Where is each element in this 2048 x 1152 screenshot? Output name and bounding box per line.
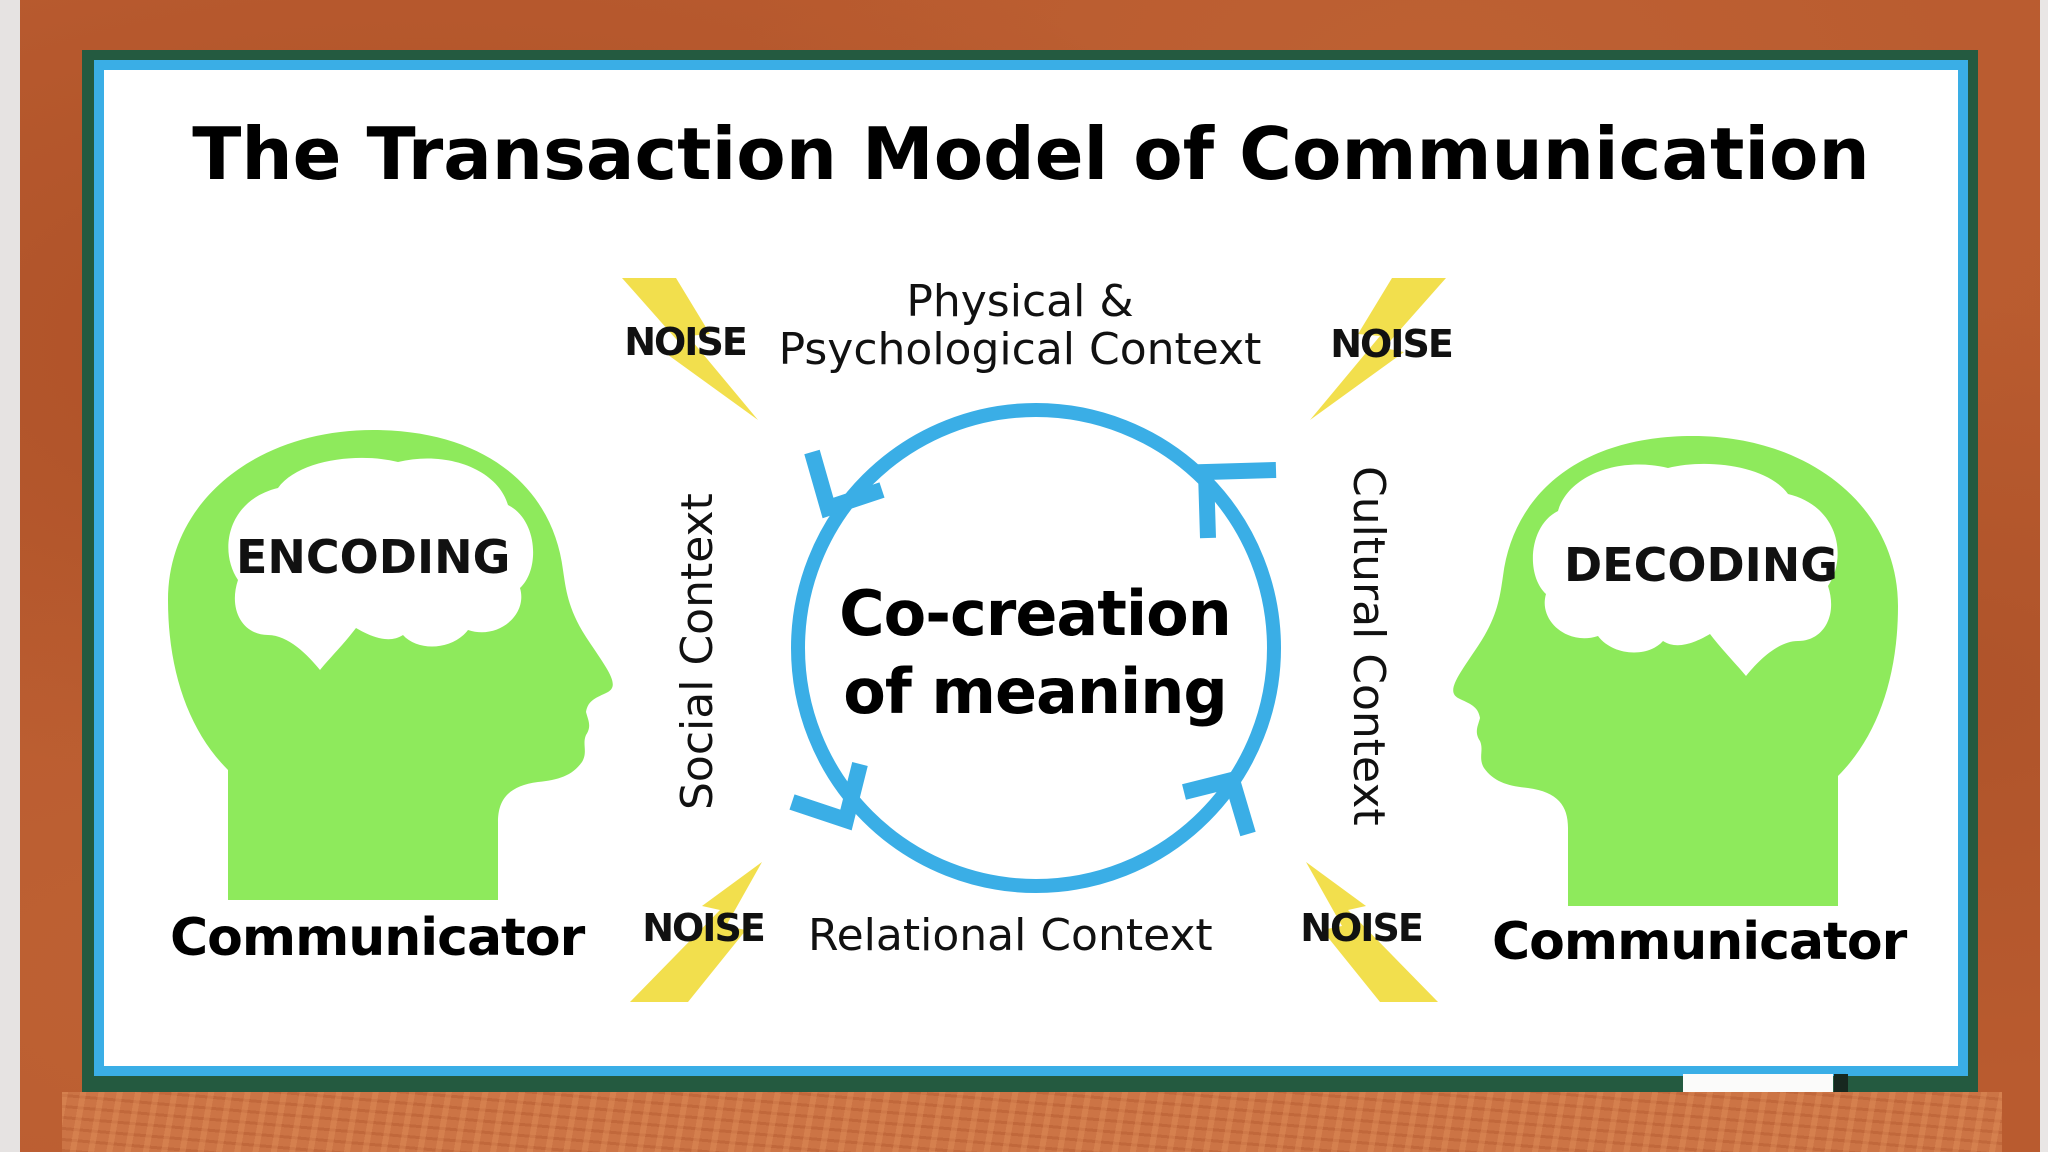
circular-arrows-icon <box>789 403 1281 893</box>
context-social: Social Context <box>672 493 723 810</box>
center-label-line1: Co-creation <box>839 577 1232 650</box>
context-relational: Relational Context <box>808 910 1213 961</box>
diagram-title: The Transaction Model of Communication <box>192 112 1870 196</box>
communicator-label-right: Communicator <box>1492 912 1907 972</box>
co-creation-cycle <box>770 390 1310 934</box>
right-margin-strip <box>2040 0 2048 1152</box>
noise-top-right: NOISE <box>1300 272 1454 422</box>
context-top-line1: Physical & <box>906 276 1134 327</box>
communicator-right: DECODING <box>1448 436 1898 906</box>
noise-label: NOISE <box>1300 906 1424 950</box>
brain-icon <box>1532 463 1838 676</box>
lightning-bolt-icon <box>630 862 762 1002</box>
lightning-bolt-icon <box>622 278 758 420</box>
noise-top-left: NOISE <box>618 272 768 422</box>
chalk-piece <box>1683 1074 1833 1092</box>
process-label-encoding: ENCODING <box>236 530 511 584</box>
head-silhouette-icon <box>168 430 613 900</box>
center-label: Co-creation of meaning <box>820 575 1250 731</box>
communicator-label-left: Communicator <box>170 908 585 968</box>
board-ledge <box>62 1092 2002 1152</box>
noise-bottom-right: NOISE <box>1296 862 1446 1012</box>
lightning-bolt-icon <box>1306 862 1438 1002</box>
brain-icon <box>228 457 534 670</box>
lightning-bolt-icon <box>1310 278 1446 420</box>
eraser <box>1834 1074 1848 1092</box>
context-physical-psychological: Physical & Psychological Context <box>760 276 1280 376</box>
context-top-line2: Psychological Context <box>778 324 1262 376</box>
noise-bottom-left: NOISE <box>628 862 778 1012</box>
head-silhouette-icon <box>1453 436 1898 906</box>
noise-label: NOISE <box>624 320 748 364</box>
noise-label: NOISE <box>642 906 766 950</box>
context-cultural: Cultural Context <box>1343 466 1394 826</box>
communicator-left: ENCODING <box>168 430 618 900</box>
noise-label: NOISE <box>1330 322 1454 366</box>
center-label-line2: of meaning <box>843 655 1228 728</box>
left-margin-strip <box>0 0 20 1152</box>
process-label-decoding: DECODING <box>1564 538 1839 592</box>
